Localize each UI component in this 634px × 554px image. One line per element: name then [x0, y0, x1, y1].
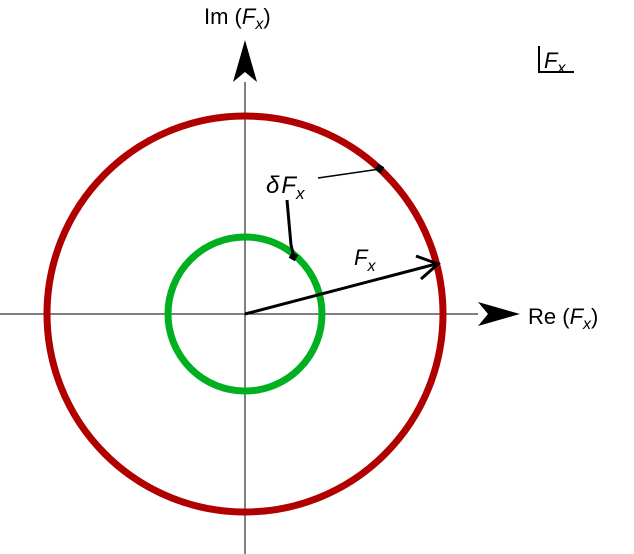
- svg-text:Fx: Fx: [544, 48, 566, 77]
- angle-fx-label: Fx: [538, 46, 574, 77]
- real-axis-arrowhead: [478, 302, 520, 326]
- fx-vector-arrowhead: [415, 254, 441, 281]
- angle-symbol-icon: [538, 46, 574, 73]
- delta-marker-inner: [288, 251, 299, 262]
- fx-vector-label: Fx: [354, 245, 376, 275]
- imaginary-axis-arrowhead: [233, 40, 257, 82]
- outer-circle: [43, 112, 447, 516]
- inner-circle: [164, 233, 326, 395]
- real-axis-label: Re (Fx): [528, 304, 598, 333]
- delta-fx-label: δFx: [266, 172, 305, 203]
- fx-vector: [244, 262, 437, 316]
- delta-leader-outer: [317, 168, 381, 179]
- imaginary-axis-label: Im (Fx): [204, 4, 271, 33]
- delta-marker-outer: [374, 163, 385, 174]
